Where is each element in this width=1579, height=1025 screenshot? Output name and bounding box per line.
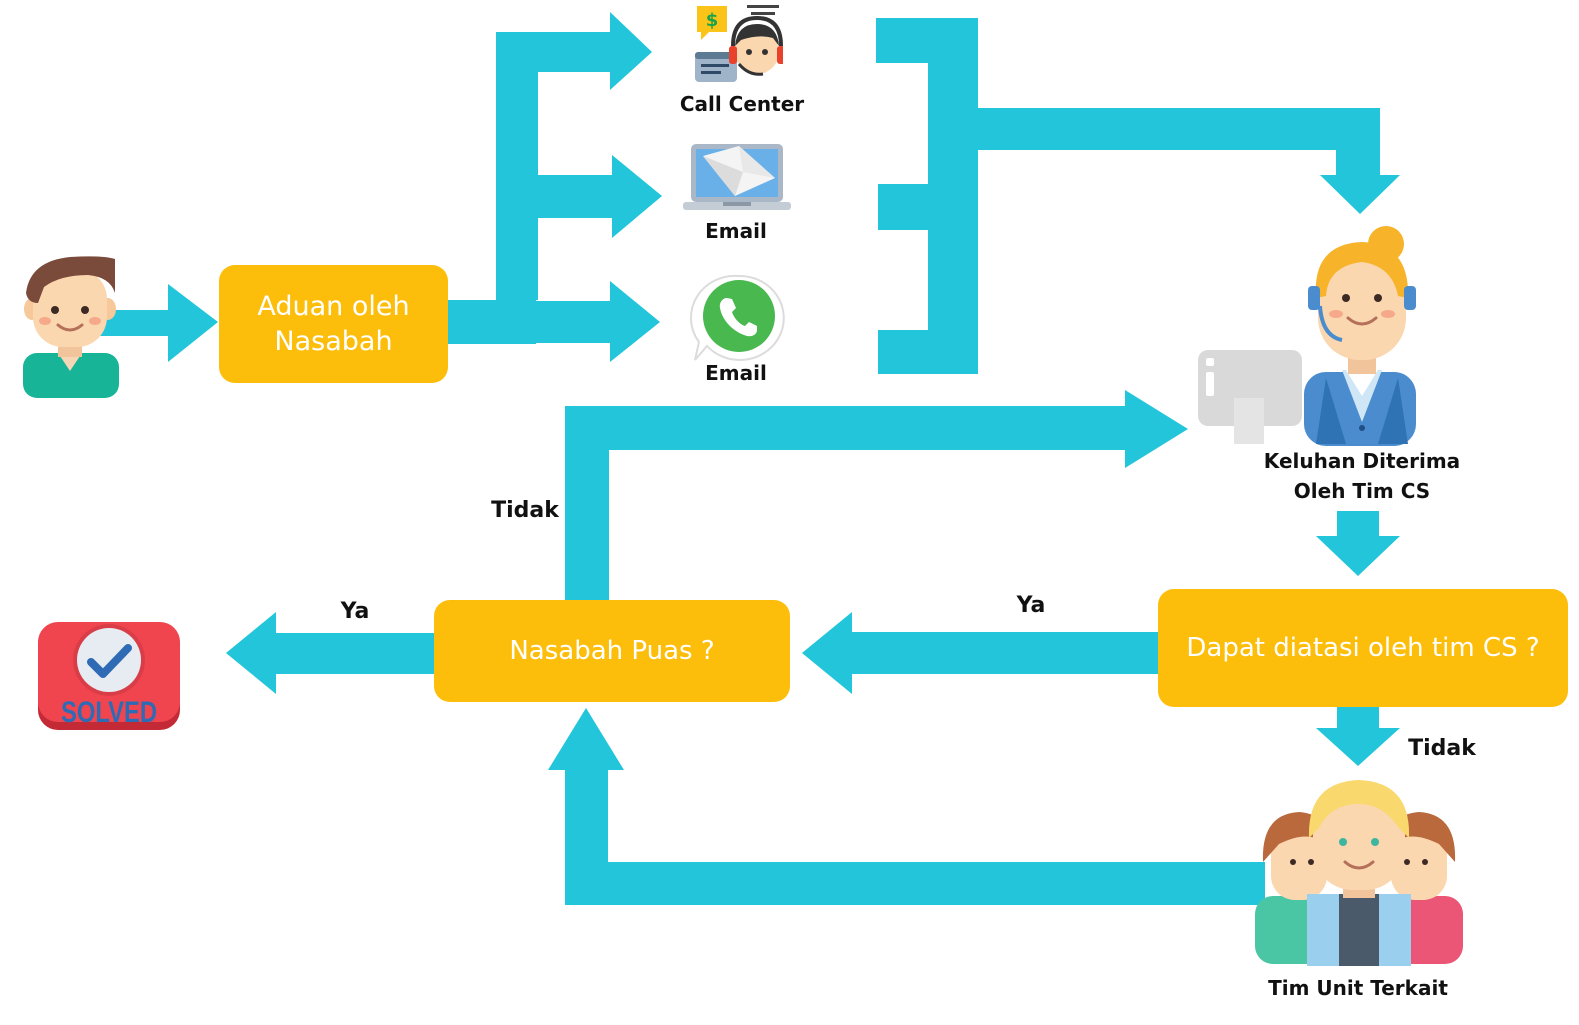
label-keluhan-line2: Oleh Tim CS — [1293, 479, 1431, 503]
arrow-puas-to-solved — [226, 612, 436, 694]
label-call-center: Call Center — [679, 92, 805, 116]
label-keluhan-line1: Keluhan Diterima — [1263, 449, 1461, 473]
node-diatasi-text: Dapat diatasi oleh tim CS ? — [1186, 633, 1540, 663]
label-ya-puas: Ya — [1016, 593, 1046, 618]
cs-agent-woman-icon — [1198, 226, 1416, 446]
solved-badge-icon: SOLVED — [38, 622, 180, 730]
team-group-icon — [1255, 780, 1463, 966]
branch-trunk — [496, 12, 652, 300]
node-puas-text: Nasabah Puas ? — [509, 636, 715, 666]
arrow-customer-to-aduan — [96, 284, 218, 362]
label-whatsapp: Email — [705, 361, 767, 385]
laptop-email-icon — [683, 144, 791, 210]
label-keluhan-diterima: Keluhan Diterima Oleh Tim CS — [1246, 446, 1478, 506]
arrow-branch-to-email — [536, 155, 662, 238]
merge-bracket — [876, 18, 1400, 374]
arrow-diatasi-to-puas — [802, 612, 1160, 694]
whatsapp-icon — [689, 274, 785, 361]
arrow-tidak-to-cs — [565, 390, 1188, 600]
label-tidak-loop: Tidak — [491, 498, 559, 523]
arrow-branch-to-whatsapp — [536, 281, 660, 362]
node-dapat-diatasi: Dapat diatasi oleh tim CS ? — [1158, 589, 1568, 707]
label-ya-solved: Ya — [340, 599, 370, 624]
svg-text:$: $ — [706, 10, 719, 31]
node-nasabah-puas: Nasabah Puas ? — [434, 600, 790, 702]
arrow-team-to-puas — [548, 708, 1265, 905]
node-aduan-oleh-nasabah: Aduan oleh Nasabah — [219, 265, 448, 383]
customer-man-icon — [23, 256, 119, 398]
label-tim-unit-terkait: Tim Unit Terkait — [1268, 976, 1448, 1000]
arrow-aduan-to-branch — [446, 300, 536, 344]
solved-badge-text: SOLVED — [61, 696, 157, 729]
label-tidak-team: Tidak — [1408, 736, 1476, 761]
call-center-agent-icon: $ — [695, 5, 783, 82]
node-aduan-line1: Aduan oleh — [257, 291, 410, 322]
label-email: Email — [705, 219, 767, 243]
arrow-diatasi-to-team — [1316, 706, 1400, 766]
arrow-cs-to-diatasi — [1316, 511, 1400, 576]
node-aduan-line2: Nasabah — [274, 326, 393, 357]
